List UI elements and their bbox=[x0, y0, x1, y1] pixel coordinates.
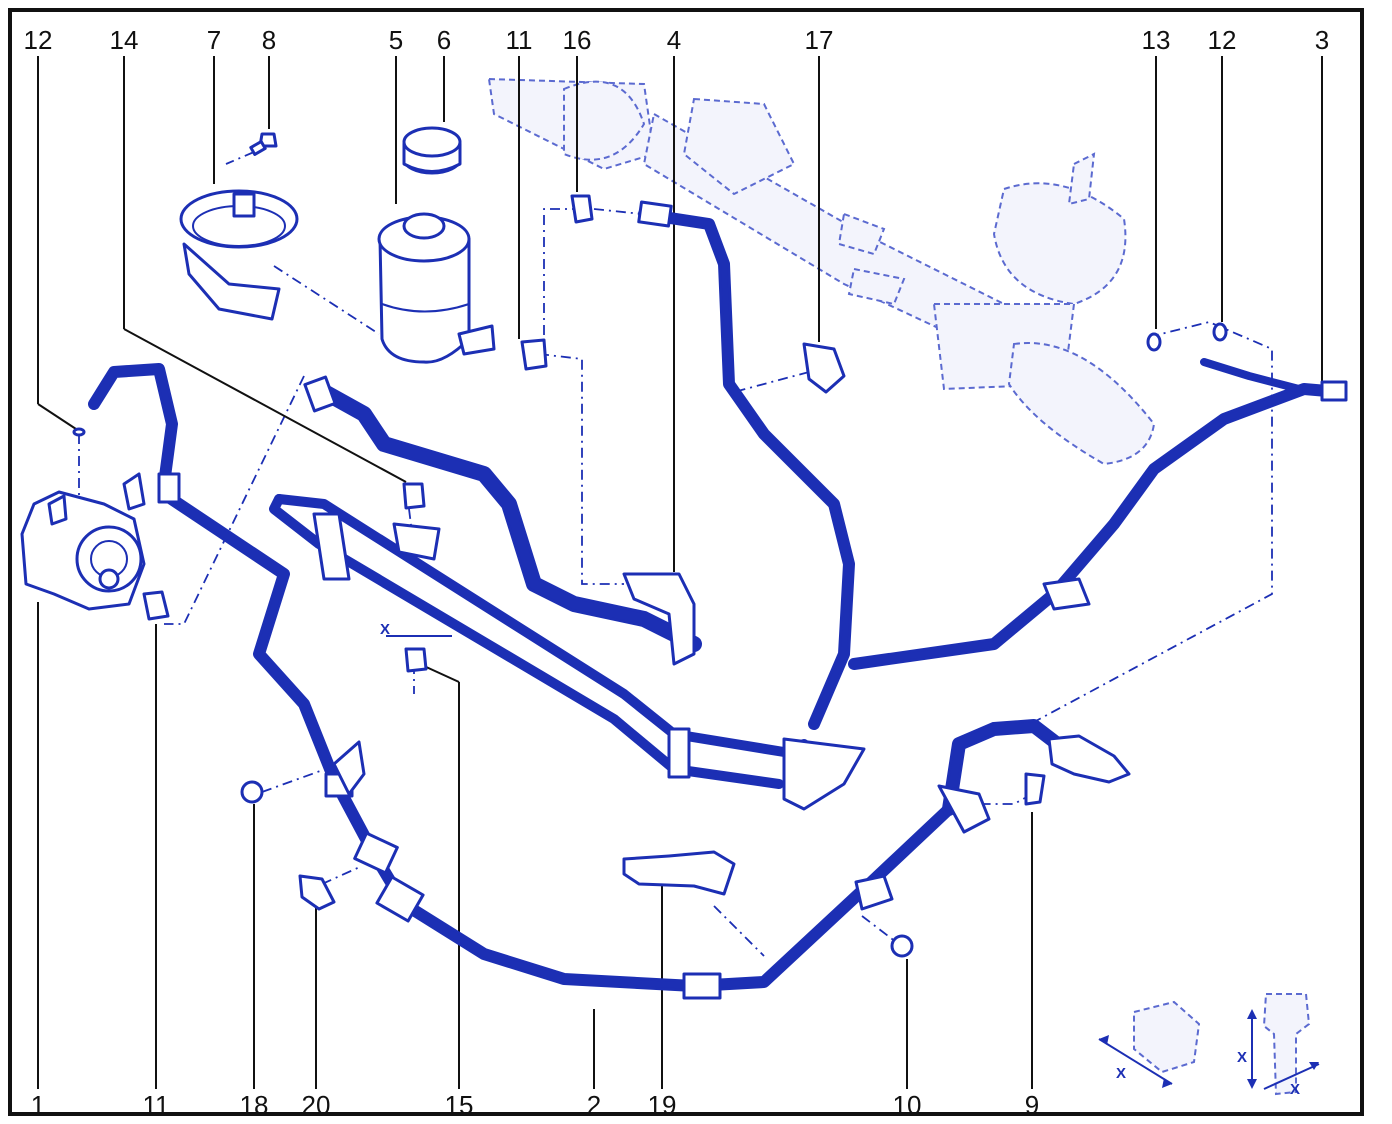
pressure-hose bbox=[88, 363, 955, 1000]
washer-13 bbox=[1146, 332, 1162, 352]
power-steering-pump bbox=[20, 472, 181, 611]
reservoir-cap bbox=[402, 126, 462, 175]
callout-labels: 12 14 7 8 5 6 11 16 4 17 13 12 3 1 11 18… bbox=[24, 25, 1330, 1112]
callout-7: 7 bbox=[207, 25, 221, 55]
cooler-pipes bbox=[269, 494, 866, 811]
clip-11-top bbox=[520, 338, 548, 371]
tightening-detail-nut: X bbox=[1098, 1000, 1201, 1088]
diagram-frame: X X X X 12 14 7 8 5 6 11 16 4 17 13 12 3… bbox=[8, 8, 1364, 1116]
callout-4: 4 bbox=[667, 25, 681, 55]
bolt-15 bbox=[386, 635, 452, 673]
clip-17 bbox=[802, 342, 846, 394]
callout-5: 5 bbox=[389, 25, 403, 55]
callout-19: 19 bbox=[648, 1090, 677, 1112]
small-parts bbox=[72, 132, 1228, 958]
steering-rack bbox=[487, 77, 1156, 466]
callout-12-left: 12 bbox=[24, 25, 53, 55]
callout-16: 16 bbox=[563, 25, 592, 55]
bolt-8 bbox=[249, 132, 278, 156]
dim-x-label-4: X bbox=[380, 621, 390, 638]
reservoir-clamp bbox=[179, 189, 299, 321]
callout-12-right: 12 bbox=[1208, 25, 1237, 55]
callout-14: 14 bbox=[110, 25, 139, 55]
callout-11-top: 11 bbox=[506, 25, 533, 55]
washer-12-left bbox=[72, 427, 86, 437]
callout-11-bottom: 11 bbox=[143, 1090, 170, 1112]
callout-13: 13 bbox=[1142, 25, 1171, 55]
nut-20 bbox=[298, 874, 336, 911]
dim-x-label-3: X bbox=[1290, 1081, 1300, 1098]
bolt-18 bbox=[240, 780, 264, 804]
callout-18: 18 bbox=[240, 1090, 269, 1112]
callout-3: 3 bbox=[1315, 25, 1329, 55]
dim-x-label-2: X bbox=[1237, 1049, 1247, 1066]
callout-2: 2 bbox=[587, 1090, 601, 1112]
callout-1: 1 bbox=[31, 1090, 45, 1112]
washer-12-right bbox=[1212, 322, 1228, 342]
callout-15: 15 bbox=[445, 1090, 474, 1112]
callout-10: 10 bbox=[893, 1090, 922, 1112]
callout-17: 17 bbox=[805, 25, 834, 55]
return-line bbox=[303, 375, 702, 666]
bolt-14 bbox=[402, 482, 426, 510]
callout-9: 9 bbox=[1025, 1090, 1039, 1112]
clip-16 bbox=[570, 194, 594, 224]
reservoir bbox=[377, 212, 496, 364]
tightening-detail-bolt: X X bbox=[1237, 993, 1320, 1098]
exploded-diagram: X X X X 12 14 7 8 5 6 11 16 4 17 13 12 3… bbox=[20, 25, 1348, 1112]
lower-rack-hose bbox=[854, 719, 1131, 911]
callout-20: 20 bbox=[302, 1090, 331, 1112]
rack-hose bbox=[848, 358, 1348, 670]
callout-8: 8 bbox=[262, 25, 276, 55]
reservoir-hose bbox=[637, 200, 855, 730]
bolt-10 bbox=[890, 934, 914, 958]
callout-6: 6 bbox=[437, 25, 451, 55]
bracket-19 bbox=[622, 850, 736, 896]
dim-x-label-1: X bbox=[1116, 1065, 1126, 1082]
bolt-9 bbox=[1024, 772, 1046, 806]
clip-11-pump bbox=[142, 590, 170, 621]
